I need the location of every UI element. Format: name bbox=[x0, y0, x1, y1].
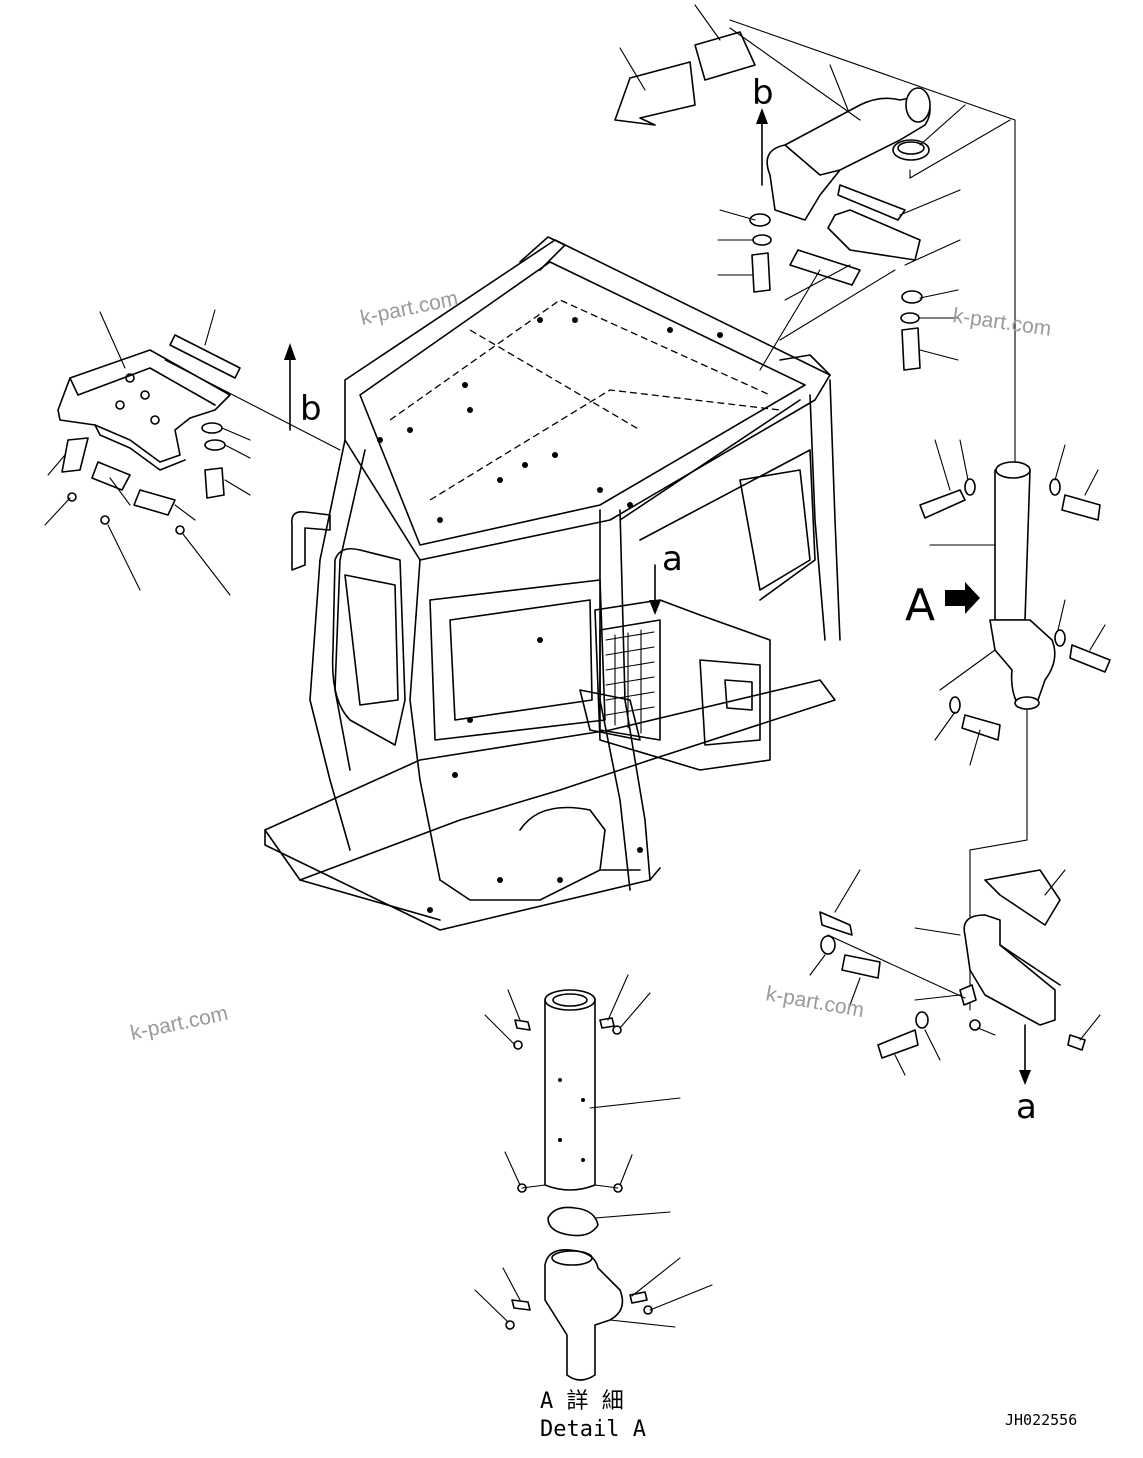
left-cover-assembly bbox=[45, 310, 340, 595]
ref-b-label-left: b bbox=[300, 389, 322, 429]
vertical-duct-assembly bbox=[920, 440, 1110, 1010]
lower-duct-assembly bbox=[810, 870, 1100, 1085]
ref-b-label-top: b bbox=[752, 73, 774, 113]
watermark: k-part.com bbox=[358, 287, 460, 330]
detail-a-drawing bbox=[475, 975, 712, 1380]
watermark: k-part.com bbox=[128, 1002, 230, 1045]
detail-title-jp: A 詳 細 bbox=[540, 1389, 624, 1414]
detail-title-en: Detail A bbox=[540, 1417, 646, 1442]
view-a-label: A bbox=[905, 580, 935, 631]
watermark: k-part.com bbox=[951, 304, 1052, 341]
upper-duct-assembly bbox=[615, 5, 1015, 465]
drawing-code: JH022556 bbox=[1005, 1411, 1077, 1429]
cab-frame bbox=[265, 237, 840, 930]
ref-b-arrowhead-left bbox=[284, 343, 296, 360]
watermark: k-part.com bbox=[764, 982, 866, 1022]
ref-a-label-top: a bbox=[662, 539, 683, 579]
ref-a-label-bottom: a bbox=[1016, 1087, 1037, 1127]
ref-a-arrowhead-top bbox=[649, 600, 661, 615]
